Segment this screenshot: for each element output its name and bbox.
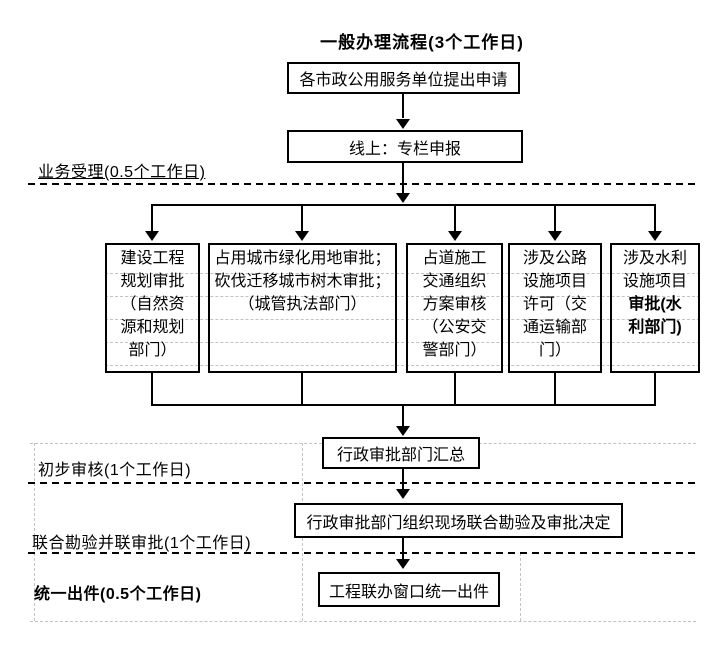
faint-gridline-h bbox=[105, 342, 700, 343]
arrowhead-joint-output bbox=[396, 559, 410, 569]
stage-label-acceptance: 业务受理(0.5个工作日) bbox=[38, 164, 206, 181]
dept-line: 砍伐迁移城市树木审批； bbox=[214, 273, 391, 290]
dept-line: 建设工程 bbox=[120, 250, 185, 267]
dept-line: 门） bbox=[538, 342, 571, 359]
divider-dashed-joint-inspection bbox=[28, 552, 695, 554]
arrowhead-apply-online bbox=[396, 119, 410, 129]
connector-planning-merge bbox=[151, 373, 153, 406]
dept-line: 审批(水 bbox=[628, 296, 682, 313]
dept-line: （城管执法部门） bbox=[238, 296, 367, 313]
dept-line: 占用城市绿化用地审批； bbox=[214, 250, 391, 267]
node-output-label: 工程联办窗口统一出件 bbox=[328, 583, 489, 601]
dept-line: 涉及公路 bbox=[522, 250, 587, 267]
stage-label-joint-inspection: 联合勘验并联审批(1个工作日) bbox=[32, 535, 252, 552]
faint-gridline-h bbox=[105, 319, 700, 320]
faint-gridline-h bbox=[105, 273, 700, 274]
branch-bar bbox=[151, 204, 656, 206]
node-green-land-approval: 占用城市绿化用地审批； 砍伐迁移城市树木审批； （城管执法部门） bbox=[208, 243, 397, 373]
faint-gridline-h bbox=[105, 365, 700, 366]
connector-summary-joint bbox=[402, 469, 404, 489]
dept-line: 涉及水利 bbox=[622, 250, 687, 267]
connector-branch-water bbox=[654, 206, 656, 232]
dept-line: 警部门） bbox=[422, 342, 487, 359]
dept-line: 占道施工 bbox=[422, 250, 487, 267]
node-joint-inspection-decision: 行政审批部门组织现场联合勘验及审批决定 bbox=[294, 503, 623, 538]
node-approval-dept-summary: 行政审批部门汇总 bbox=[322, 437, 480, 469]
dept-line: 许可（交 bbox=[522, 296, 587, 313]
arrowhead-branch-traffic bbox=[448, 231, 462, 241]
dept-line: 设施项目 bbox=[522, 273, 587, 290]
arrowhead-merge-summary bbox=[396, 426, 410, 436]
node-unified-output-window: 工程联办窗口统一出件 bbox=[318, 572, 500, 607]
node-online-declare-label: 线上：专栏申报 bbox=[348, 140, 461, 158]
arrowhead-online-branch bbox=[396, 193, 410, 203]
node-water-facility-approval: 涉及水利 设施项目 审批(水 利部门) bbox=[610, 243, 700, 373]
dept-line: 规划审批 bbox=[120, 273, 185, 290]
connector-highway-merge bbox=[554, 373, 556, 406]
node-apply: 各市政公用服务单位提出申请 bbox=[287, 62, 520, 94]
connector-water-merge bbox=[654, 373, 656, 406]
connector-apply-online bbox=[402, 94, 404, 118]
node-apply-label: 各市政公用服务单位提出申请 bbox=[299, 72, 508, 89]
node-joint-label: 行政审批部门组织现场联合勘验及审批决定 bbox=[306, 514, 611, 532]
dept-line: 利部门) bbox=[628, 319, 682, 336]
dept-line: 设施项目 bbox=[622, 273, 687, 290]
dept-line: 交通组织 bbox=[422, 273, 487, 290]
stage-label-preliminary-review: 初步审核(1个工作日) bbox=[38, 462, 192, 479]
faint-gridline-h bbox=[105, 296, 700, 297]
dept-line: 方案审核 bbox=[422, 296, 487, 313]
arrowhead-branch-water bbox=[648, 231, 662, 241]
node-highway-facility-permit: 涉及公路 设施项目 许可（交 通运输部 门） bbox=[508, 243, 602, 373]
dept-line: 源和规划 bbox=[120, 319, 185, 336]
arrowhead-branch-highway bbox=[548, 231, 562, 241]
connector-traffic-merge bbox=[454, 373, 456, 406]
dept-line: 部门） bbox=[128, 342, 177, 359]
dept-line: （自然资 bbox=[120, 296, 185, 313]
arrowhead-branch-planning bbox=[145, 231, 159, 241]
connector-branch-green bbox=[301, 206, 303, 232]
faint-gridline-v bbox=[520, 553, 521, 621]
connector-merge-summary bbox=[402, 406, 404, 426]
connector-branch-traffic bbox=[454, 206, 456, 232]
dept-line: 通运输部 bbox=[522, 319, 587, 336]
node-road-occupation-review: 占道施工 交通组织 方案审核 （公安交 警部门） bbox=[406, 243, 503, 373]
merge-bar bbox=[151, 404, 656, 406]
faint-gridline-h bbox=[30, 621, 696, 622]
faint-gridline-v bbox=[34, 443, 35, 621]
divider-dashed-acceptance bbox=[28, 183, 695, 185]
node-summary-label: 行政审批部门汇总 bbox=[336, 447, 465, 464]
connector-joint-output bbox=[402, 538, 404, 559]
flow-title: 一般办理流程(3个工作日) bbox=[320, 33, 524, 52]
connector-online-branch bbox=[402, 163, 404, 194]
connector-branch-planning bbox=[151, 206, 153, 232]
connector-branch-highway bbox=[554, 206, 556, 232]
stage-label-unified-output: 统一出件(0.5个工作日) bbox=[34, 586, 202, 603]
divider-dashed-preliminary-review bbox=[28, 482, 695, 484]
arrowhead-summary-joint bbox=[396, 489, 410, 499]
node-construction-planning-approval: 建设工程 规划审批 （自然资 源和规划 部门） bbox=[105, 243, 200, 373]
dept-line: （公安交 bbox=[422, 319, 487, 336]
arrowhead-branch-green bbox=[295, 231, 309, 241]
node-online-declare: 线上：专栏申报 bbox=[287, 130, 523, 163]
connector-green-merge bbox=[301, 373, 303, 406]
